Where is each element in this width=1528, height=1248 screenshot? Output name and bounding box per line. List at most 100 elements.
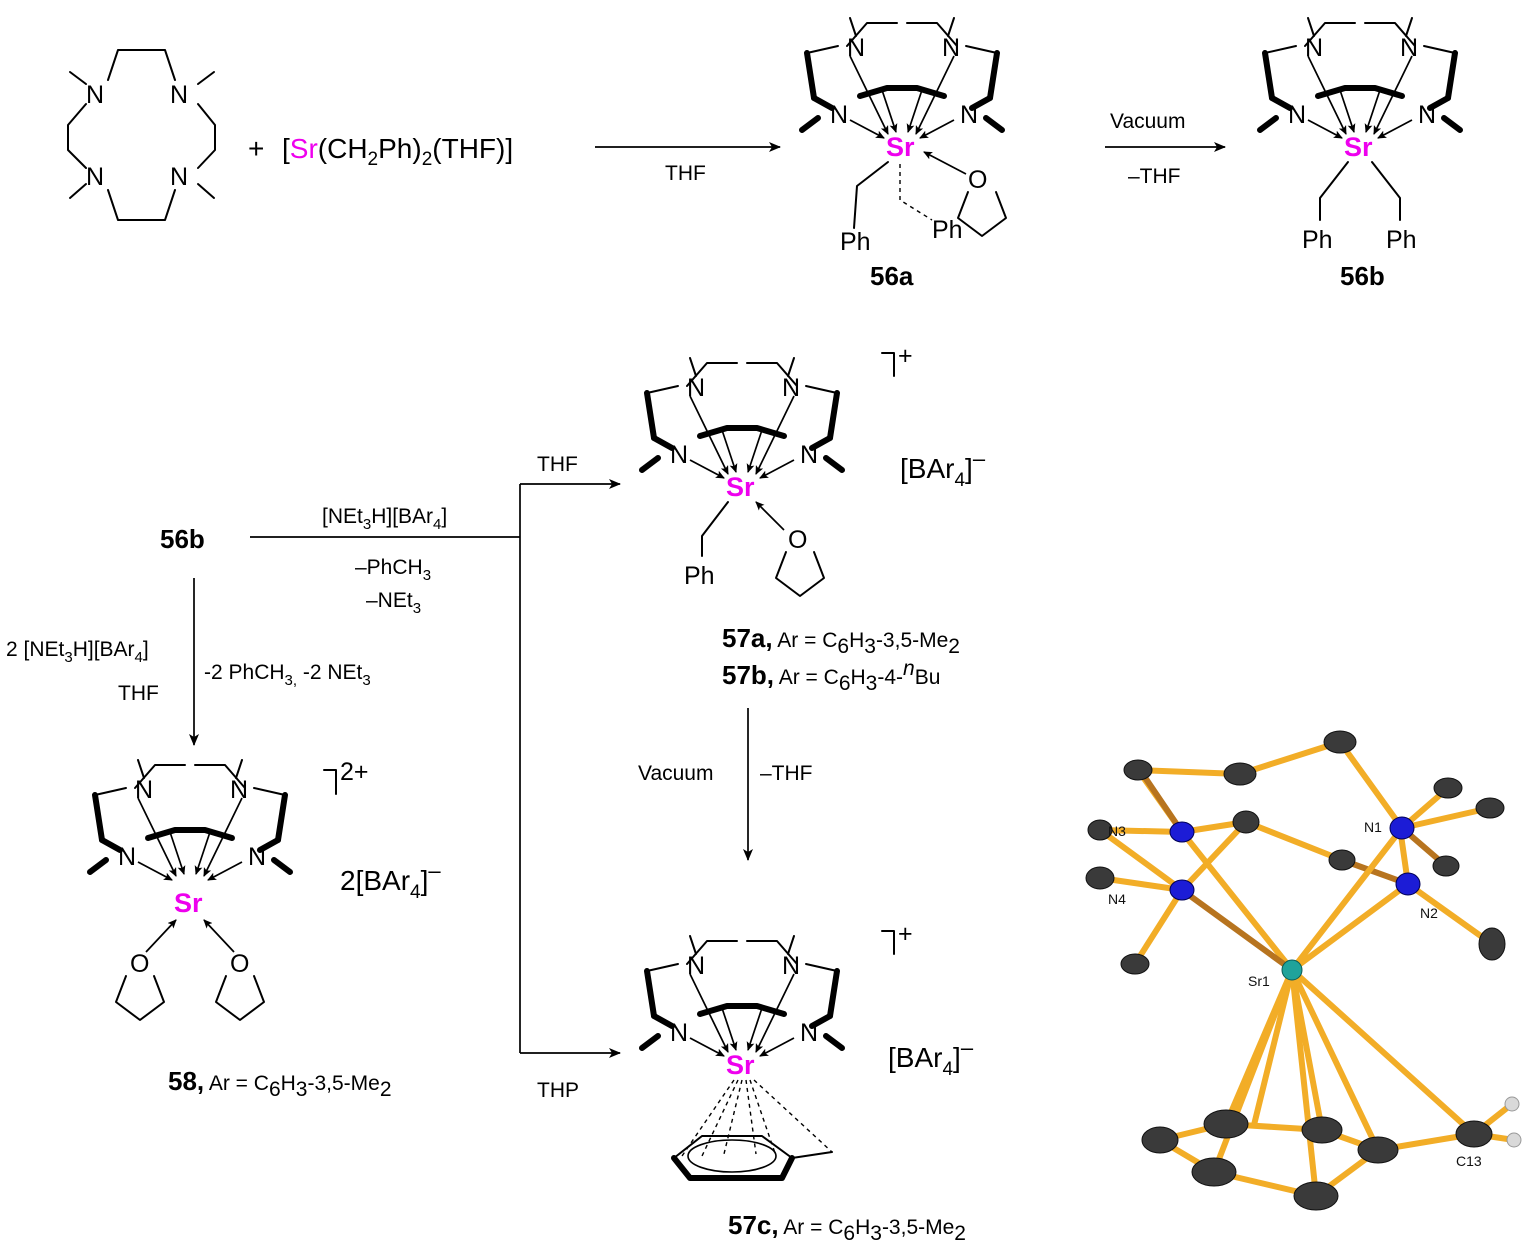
sr-atom-label: Sr xyxy=(726,472,755,502)
sr-atom-label: Sr xyxy=(726,1050,755,1080)
oxygen-label: O xyxy=(788,526,807,554)
n-atom-label: N xyxy=(1400,34,1418,62)
ortep-label: N3 xyxy=(1108,823,1126,839)
carbon-atom xyxy=(1085,866,1115,890)
charge-label: + xyxy=(898,920,913,948)
carbon-atom xyxy=(1301,1116,1343,1144)
compound-56a-structure: N N N N Sr Ph Ph O xyxy=(802,18,1007,256)
strontium-reagent: + [Sr(CH2Ph)2(THF)] xyxy=(248,133,513,170)
ortep-label: N1 xyxy=(1364,819,1382,835)
n-atom-label: N xyxy=(830,101,848,129)
label-57a: 57a, Ar = C6H3-3,5-Me2 xyxy=(722,623,960,658)
carbon-atom xyxy=(1475,797,1505,819)
label-58: 58, Ar = C6H3-3,5-Me2 xyxy=(168,1066,392,1101)
carbon-atom xyxy=(1203,1109,1249,1139)
n-atom-label: N xyxy=(1305,34,1323,62)
n-atom-label: N xyxy=(170,163,188,191)
n-atom-label: N xyxy=(800,441,818,469)
compound-label-56a: 56a xyxy=(870,261,914,291)
hydrogen-atom xyxy=(1506,1132,1522,1148)
n-atom-label: N xyxy=(942,34,960,62)
n-atom-label: N xyxy=(230,776,248,804)
oxygen-label: O xyxy=(230,950,249,978)
charge-label: 2+ xyxy=(340,758,369,786)
n-atom-label: N xyxy=(960,101,978,129)
crystal-structure-ortep: N3 N4 N1 N2 Sr1 C13 xyxy=(1085,730,1522,1211)
n-atom-label: N xyxy=(1288,101,1306,129)
macrocycle-ligand: N N N N xyxy=(67,49,216,221)
carbon-atom xyxy=(1223,762,1257,786)
carbon-atom xyxy=(1328,849,1356,871)
sr-atom-label: Sr xyxy=(886,132,915,162)
byproduct-label: –NEt3 xyxy=(366,589,421,617)
strontium-atom xyxy=(1281,959,1303,981)
ortep-label: N4 xyxy=(1108,891,1126,907)
carbon-atom xyxy=(1123,759,1153,781)
n-atom-label: N xyxy=(687,374,705,402)
charge-label: + xyxy=(898,342,913,370)
arrow-condition: –THF xyxy=(1128,165,1181,188)
byproduct-label: –PhCH3 xyxy=(355,556,431,584)
carbon-atom xyxy=(1232,810,1260,834)
oxygen-label: O xyxy=(968,166,987,194)
carbon-atom xyxy=(1293,1181,1339,1211)
phenyl-label: Ph xyxy=(684,562,715,590)
label-57b: 57b, Ar = C6H3-4-nBu xyxy=(722,657,940,695)
phenyl-label: Ph xyxy=(1386,226,1417,254)
reagent-formula: [Sr(CH2Ph)2(THF)] xyxy=(282,133,513,170)
phenyl-label: Ph xyxy=(840,228,871,256)
n-atom-label: N xyxy=(1418,101,1436,129)
anion-label: 2[BAr4]– xyxy=(340,858,441,903)
carbon-atom xyxy=(1478,927,1506,961)
carbon-atom xyxy=(1120,953,1150,975)
hydrogen-atom xyxy=(1504,1096,1520,1112)
n-atom-label: N xyxy=(670,1019,688,1047)
compound-57c-structure: N N N N Sr + xyxy=(642,920,913,1181)
plus-sign: + xyxy=(248,133,264,164)
label-57c: 57c, Ar = C6H3-3,5-Me2 xyxy=(728,1210,966,1245)
arrow-condition: THP xyxy=(537,1079,579,1102)
compound-57ab-structure: N N N N Sr Ph O + xyxy=(642,342,913,597)
solvent-label: THF xyxy=(118,682,159,705)
compound-label-56b: 56b xyxy=(1340,261,1385,291)
sr-atom-label: Sr xyxy=(174,888,203,918)
n-atom-label: N xyxy=(670,441,688,469)
sr-atom-label: Sr xyxy=(1344,132,1373,162)
carbon-atom xyxy=(1455,1120,1493,1148)
nitrogen-atom xyxy=(1169,821,1195,843)
carbon-atom xyxy=(1323,730,1357,754)
n-atom-label: N xyxy=(86,163,104,191)
arrow-condition: –THF xyxy=(760,762,813,785)
carbon-atom xyxy=(1433,777,1463,799)
ortep-label: Sr1 xyxy=(1248,973,1270,989)
carbon-atom xyxy=(1191,1157,1237,1187)
nitrogen-atom xyxy=(1169,879,1195,901)
phenyl-label: Ph xyxy=(1302,226,1333,254)
oxygen-label: O xyxy=(130,950,149,978)
compound-56b-structure: N N N N Sr Ph Ph xyxy=(1260,18,1460,254)
arrow-condition: THF xyxy=(665,162,706,185)
ortep-label: C13 xyxy=(1456,1153,1482,1169)
carbon-atom xyxy=(1357,1136,1399,1164)
carbon-atom xyxy=(1087,819,1113,841)
n-atom-label: N xyxy=(170,81,188,109)
n-atom-label: N xyxy=(118,843,136,871)
byproduct-label: -2 PhCH3, -2 NEt3 xyxy=(204,661,371,689)
n-atom-label: N xyxy=(86,81,104,109)
carbon-atom xyxy=(1141,1126,1179,1154)
arrow-condition: Vacuum xyxy=(1110,110,1185,133)
nitrogen-atom xyxy=(1389,816,1415,840)
n-atom-label: N xyxy=(800,1019,818,1047)
nitrogen-atom xyxy=(1395,872,1421,896)
anion-label: [BAr4]– xyxy=(888,1035,974,1080)
reagent-label: 2 [NEt3H][BAr4] xyxy=(6,638,149,666)
n-atom-label: N xyxy=(687,952,705,980)
carbon-atom xyxy=(1432,855,1460,877)
n-atom-label: N xyxy=(847,34,865,62)
compound-58-structure: N N N N Sr O O 2+ xyxy=(90,758,369,1021)
arrow-condition: THF xyxy=(537,453,578,476)
n-atom-label: N xyxy=(782,374,800,402)
ortep-label: N2 xyxy=(1420,905,1438,921)
anion-label: [BAr4]– xyxy=(900,446,986,491)
